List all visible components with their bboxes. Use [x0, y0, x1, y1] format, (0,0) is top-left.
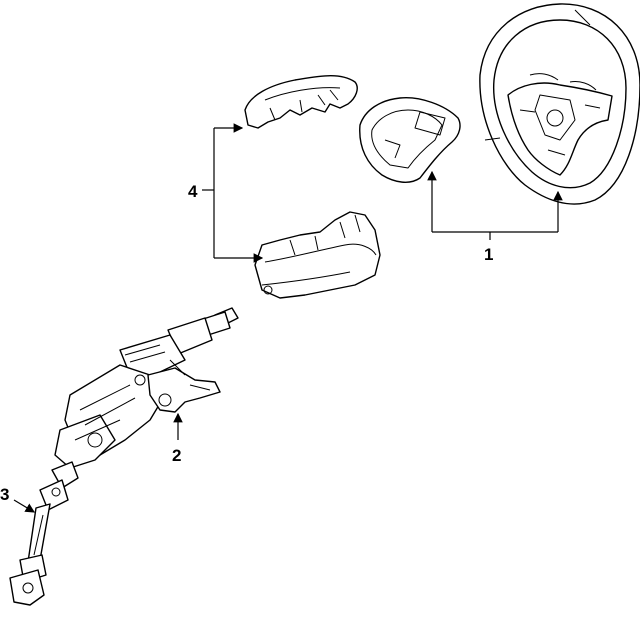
callout-number-3: 3: [0, 485, 9, 504]
airbag-module: [359, 97, 461, 183]
intermediate-shaft: [9, 461, 79, 606]
steering-wheel: [479, 3, 640, 205]
callout-3-leader: [13, 499, 36, 513]
steering-column: [54, 307, 239, 469]
lower-column-cover: [254, 211, 381, 299]
callout-number-2: 2: [172, 446, 181, 465]
callout-1-leader: [427, 170, 563, 240]
callout-4-leader: [202, 123, 264, 263]
callout-number-4: 4: [188, 182, 198, 201]
upper-column-cover: [244, 75, 358, 129]
callout-number-1: 1: [484, 245, 493, 264]
